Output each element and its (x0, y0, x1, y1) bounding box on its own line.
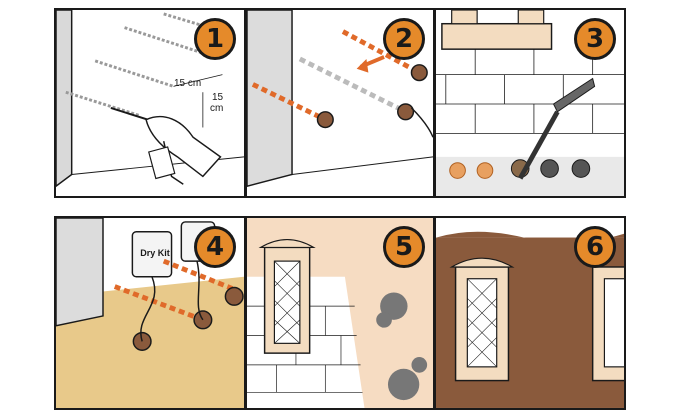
step-1-panel: 15 cm 15 cm 1 (54, 8, 246, 198)
step-number-badge: 4 (194, 226, 236, 268)
step-number-badge: 5 (383, 226, 425, 268)
step-number-badge: 3 (574, 18, 616, 60)
step-number-badge: 2 (383, 18, 425, 60)
dimension-label-horizontal: 15 cm (174, 78, 202, 89)
step-number-badge: 6 (574, 226, 616, 268)
step-5-panel: 5 (245, 216, 435, 410)
step-4-panel: Dry Kit 4 (54, 216, 246, 410)
product-can-label: Dry Kit (140, 248, 170, 258)
step-6-panel: 6 (434, 216, 626, 410)
step-2-panel: 2 (245, 8, 435, 198)
step-number-badge: 1 (194, 18, 236, 60)
step-3-panel: 3 (434, 8, 626, 198)
dimension-label-vertical-value: 15 (212, 92, 224, 103)
dimension-label-vertical-unit: cm (210, 103, 224, 114)
